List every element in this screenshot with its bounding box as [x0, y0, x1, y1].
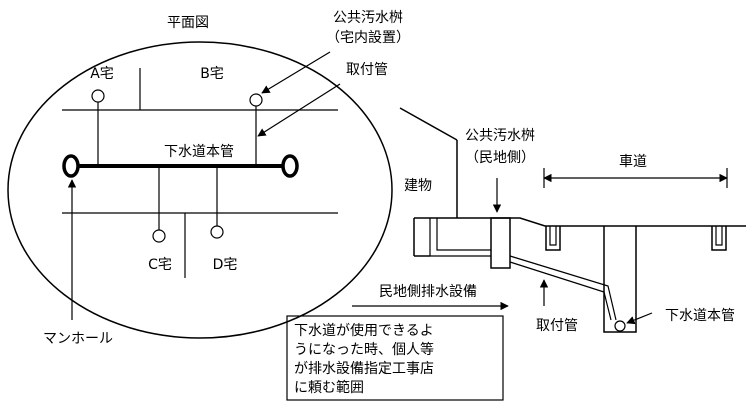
- building-roof-line: [399, 107, 458, 141]
- building-label: 建物: [404, 178, 432, 194]
- private-ground-surface: [414, 217, 746, 227]
- manhole-left: [62, 154, 80, 178]
- building-drain-pipe: [429, 218, 491, 257]
- private-basin: [490, 217, 511, 269]
- manhole-label: マンホール: [43, 331, 113, 347]
- connection-pipe-callout-arrow: [257, 83, 341, 137]
- private-basin-label-line2: （民地側）: [465, 150, 535, 166]
- scope-note-line-2: うになった時、個人等: [294, 341, 434, 358]
- road-gutter-right: [711, 226, 727, 251]
- basin-b: [249, 93, 263, 107]
- public-basin-label-line1: 公共汚水桝: [333, 10, 403, 26]
- basin-c: [152, 229, 166, 243]
- scope-note-line-1: 下水道が使用できるよ: [294, 322, 434, 339]
- manhole-right: [281, 154, 299, 178]
- road-gutter-left: [545, 226, 561, 251]
- main-sewer-trench: [603, 226, 637, 333]
- section-connection-pipe-label: 取付管: [536, 318, 578, 334]
- section-connection-pipe-inner: [509, 261, 612, 321]
- plan-view: 平面図 A宅 B宅 下水道本管 C宅 D宅 マンホール: [7, 15, 393, 347]
- house-d-label: D宅: [213, 257, 238, 273]
- private-basin-label-line1: 公共汚水桝: [465, 128, 535, 144]
- section-connection-pipe: [509, 255, 617, 321]
- private-drainage-label: 民地側排水設備: [379, 284, 477, 300]
- basin-d: [210, 225, 224, 239]
- section-main-sewer-label: 下水道本管: [665, 308, 735, 324]
- plan-boundary-ellipse: [7, 41, 393, 339]
- section-main-sewer-pipe: [614, 320, 626, 332]
- house-b-label: B宅: [200, 66, 224, 82]
- section-main-sewer-arrow: [626, 312, 653, 325]
- road-gutter-left-inner: [549, 226, 557, 246]
- public-basin-label-line2: （宅内設置）: [326, 30, 410, 46]
- road-gutter-right-inner: [715, 226, 723, 246]
- public-basin-callout-arrow: [261, 51, 331, 94]
- house-c-label: C宅: [148, 257, 172, 273]
- road-label: 車道: [619, 153, 647, 170]
- connection-pipe-label: 取付管: [346, 62, 388, 78]
- scope-note-line-3: が排水設備指定工事店: [294, 361, 434, 377]
- main-sewer-label: 下水道本管: [164, 144, 234, 160]
- scope-note-line-4: に頼む範囲: [294, 379, 364, 396]
- plan-title: 平面図: [167, 15, 209, 31]
- cross-section-view: 建物 公共汚水桝 （民地側） 車道 民地側排水設備: [352, 107, 746, 334]
- scope-note-frame: [286, 315, 504, 401]
- basin-a: [91, 89, 105, 103]
- scope-note-box: 下水道が使用できるよ うになった時、個人等 が排水設備指定工事店 に頼む範囲: [286, 315, 504, 401]
- building-drain-pipe-inner: [436, 218, 491, 251]
- house-a-label: A宅: [90, 66, 114, 82]
